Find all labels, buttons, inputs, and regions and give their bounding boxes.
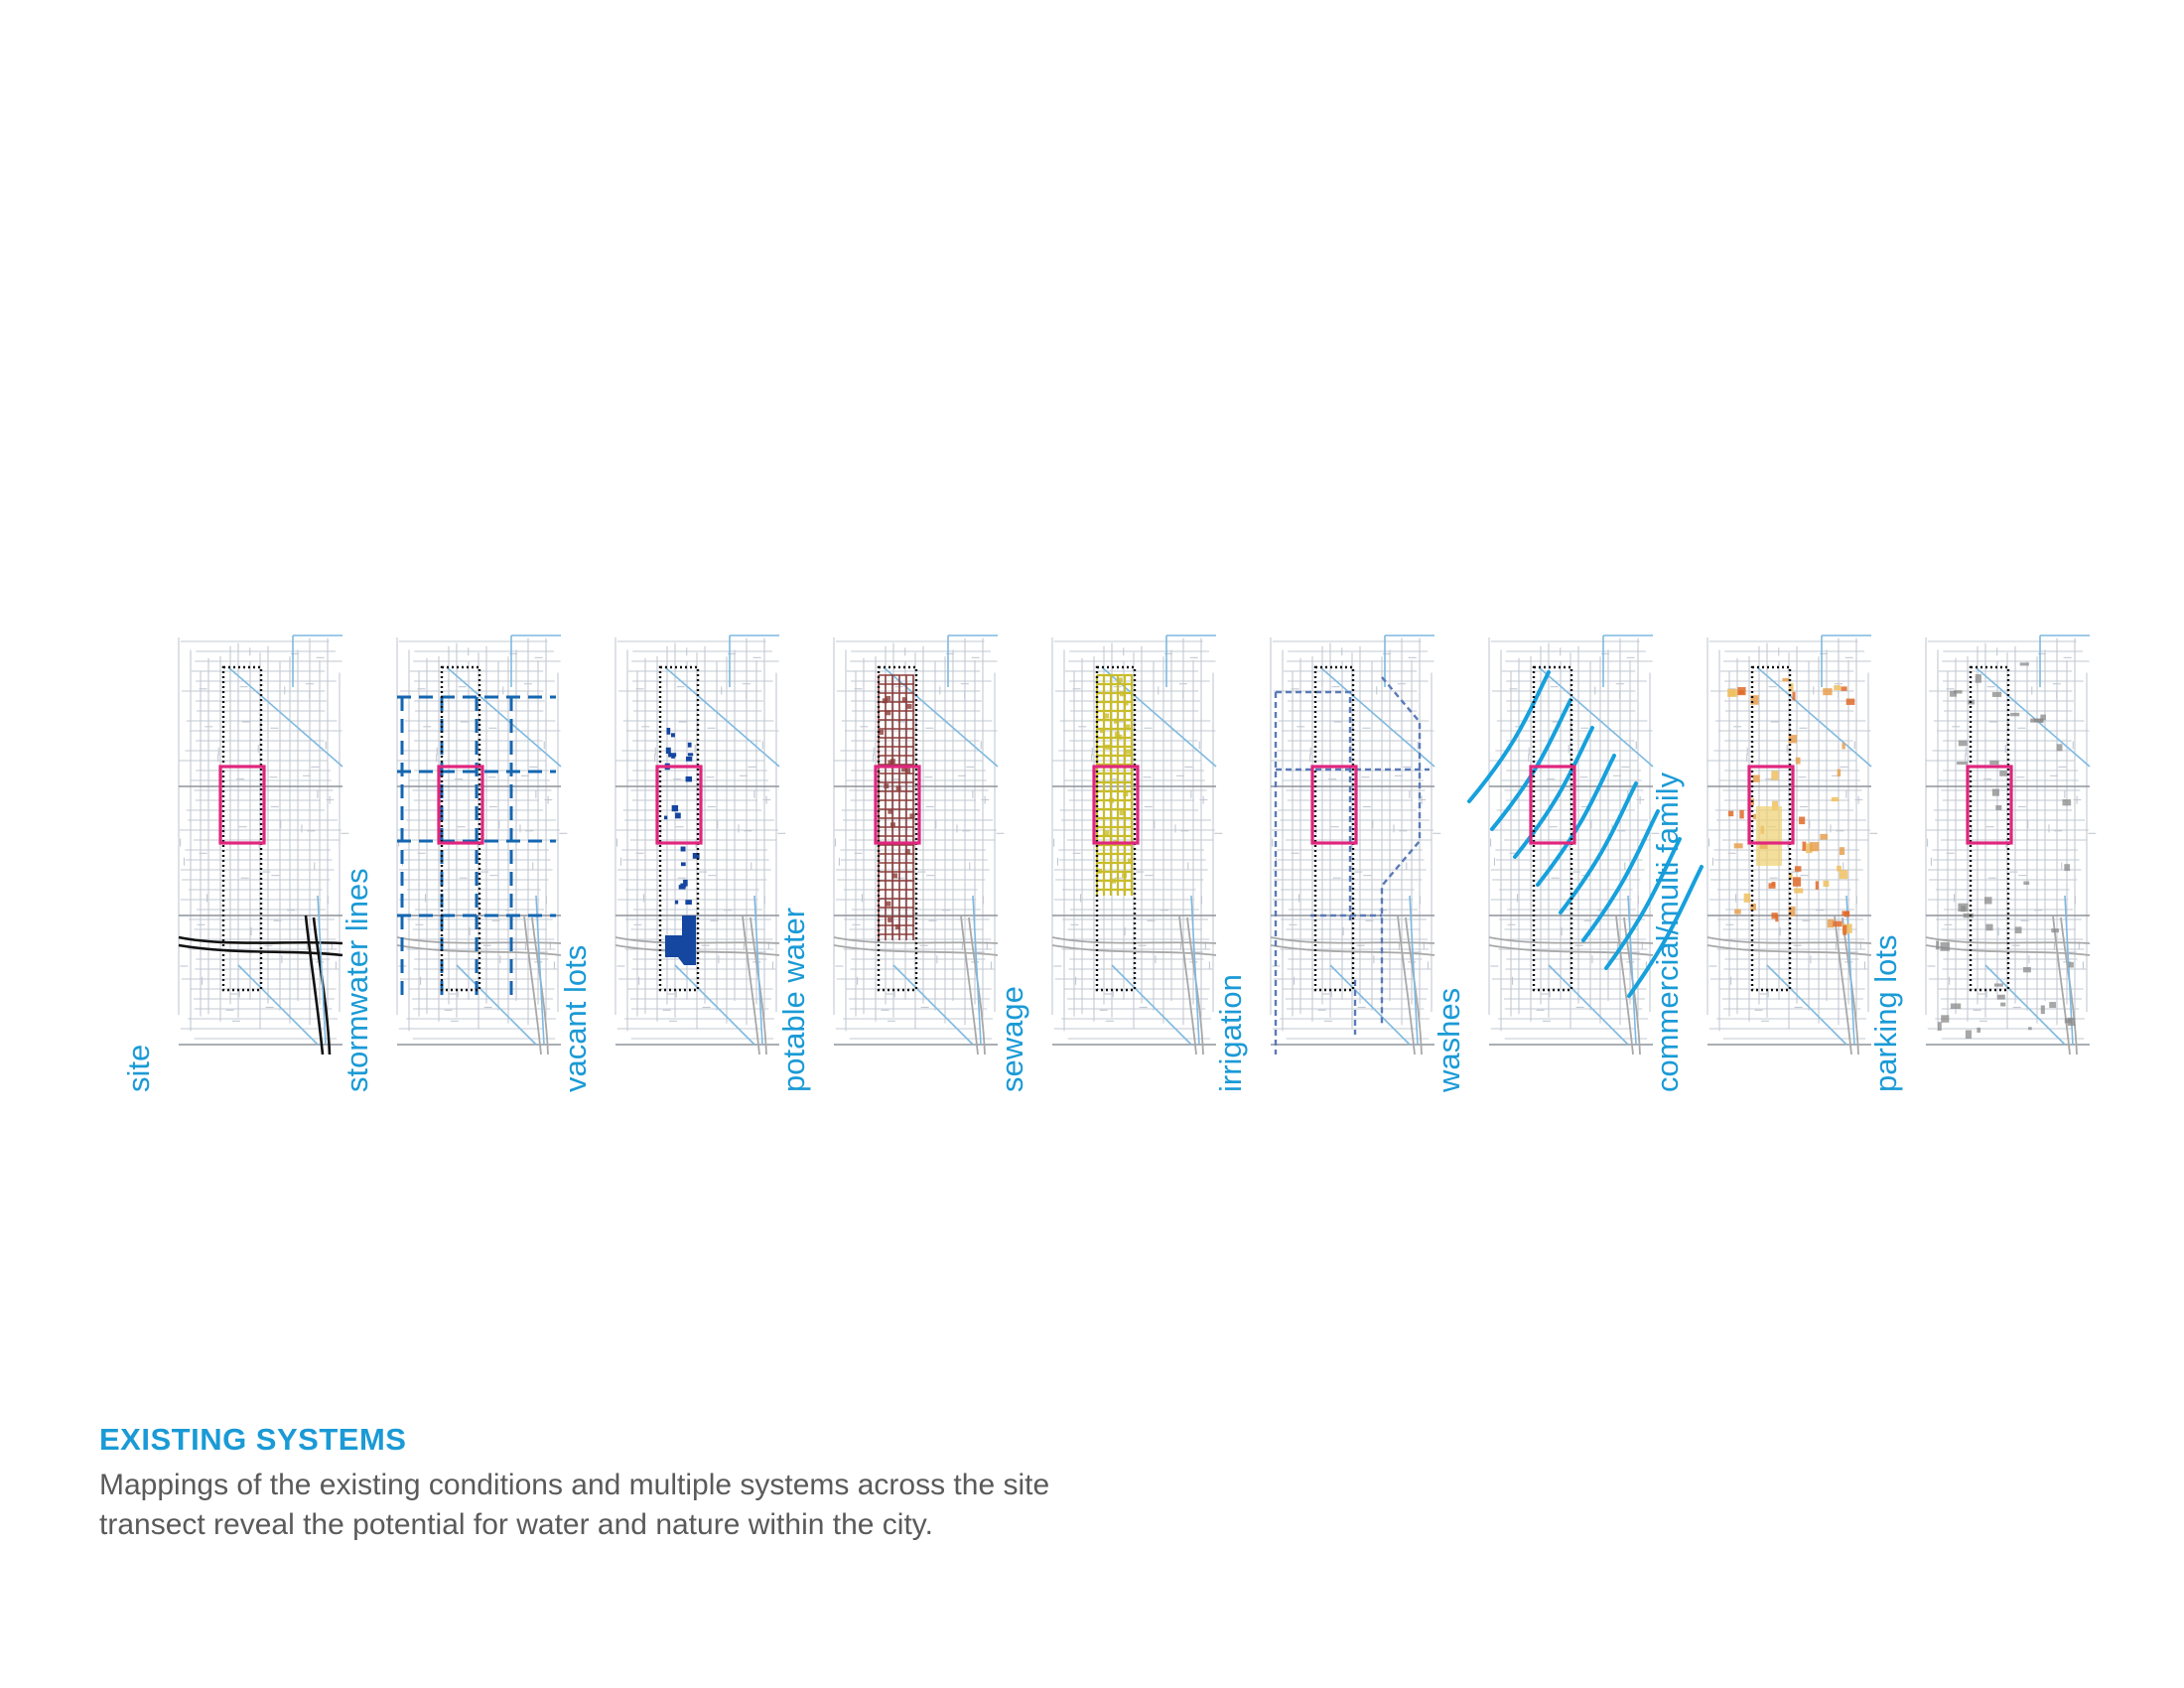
arterial-roads: [1489, 785, 1653, 1046]
transect-box: [1750, 665, 1792, 992]
parking-overlay: [1936, 662, 2076, 1040]
highway: [1706, 914, 1872, 1055]
transect-box: [877, 665, 918, 992]
panel-label-stormwater: stormwater lines: [340, 868, 374, 1092]
highway: [178, 914, 343, 1055]
arterial-roads: [1926, 785, 2090, 1046]
focus-area-box: [1747, 765, 1795, 845]
vacant-overlay: [664, 727, 700, 965]
irrigation-overlay: [1274, 676, 1430, 1055]
arterial-roads: [834, 785, 998, 1046]
map-panel-parking: [1925, 634, 2097, 1055]
panel-label-parking: parking lots: [1868, 934, 1903, 1092]
focus-area-box: [655, 765, 703, 845]
canal-lines: [1101, 634, 1217, 1046]
transect-box: [1532, 665, 1573, 992]
map-panel-vacant: [614, 634, 786, 1055]
caption-title: EXISTING SYSTEMS: [99, 1422, 407, 1457]
panel-label-commercial: commercial/multi family: [1650, 772, 1685, 1092]
focus-area-box: [1310, 765, 1358, 845]
street-network: [178, 637, 349, 1040]
highway: [1270, 914, 1435, 1055]
arterial-roads: [179, 785, 342, 1046]
commercial-overlay: [1727, 678, 1855, 935]
highway: [833, 914, 999, 1055]
potable-overlay: [878, 674, 915, 940]
focus-area-box: [874, 765, 921, 845]
sewage-overlay: [1095, 673, 1134, 896]
map-panel-site: [178, 634, 349, 1055]
caption-body: Mappings of the existing conditions and …: [99, 1469, 1050, 1541]
map-panel-sewage: [1051, 634, 1223, 1055]
canal-lines: [664, 634, 780, 1046]
transect-box: [658, 665, 700, 992]
map-panel-potable: [833, 634, 1005, 1055]
panel-label-site: site: [121, 1044, 156, 1092]
panel-label-sewage: sewage: [995, 986, 1029, 1092]
canal-lines: [1538, 634, 1654, 1046]
transect-box: [440, 665, 481, 992]
transect-box: [1313, 665, 1355, 992]
arterial-roads: [1052, 785, 1216, 1046]
panel-label-potable: potable water: [776, 907, 811, 1092]
canal-lines: [1756, 634, 1872, 1046]
panel-label-washes: washes: [1432, 987, 1466, 1092]
transect-box: [1095, 665, 1137, 992]
caption: EXISTING SYSTEMS Mappings of the existin…: [99, 1422, 1191, 1545]
transect-box: [1969, 665, 2010, 992]
panel-label-vacant: vacant lots: [558, 944, 593, 1092]
canal-lines: [1975, 634, 2091, 1046]
canal-lines: [446, 634, 562, 1046]
focus-area-box: [218, 765, 266, 845]
canal-lines: [1319, 634, 1435, 1046]
stormwater-overlay: [397, 695, 556, 998]
washes-overlay: [1467, 670, 1704, 998]
map-panel-commercial: [1706, 634, 1878, 1055]
focus-area-box: [1092, 765, 1140, 845]
transect-box: [221, 665, 263, 992]
focus-area-box: [1529, 765, 1576, 845]
focus-area-box: [437, 765, 484, 845]
arterial-roads: [615, 785, 779, 1046]
map-panel-washes: [1467, 634, 1704, 1055]
panel-label-irrigation: irrigation: [1213, 974, 1248, 1092]
map-panel-irrigation: [1270, 634, 1441, 1055]
canal-lines: [227, 634, 343, 1046]
focus-area-box: [1966, 765, 2013, 845]
map-panel-stormwater: [396, 634, 568, 1055]
